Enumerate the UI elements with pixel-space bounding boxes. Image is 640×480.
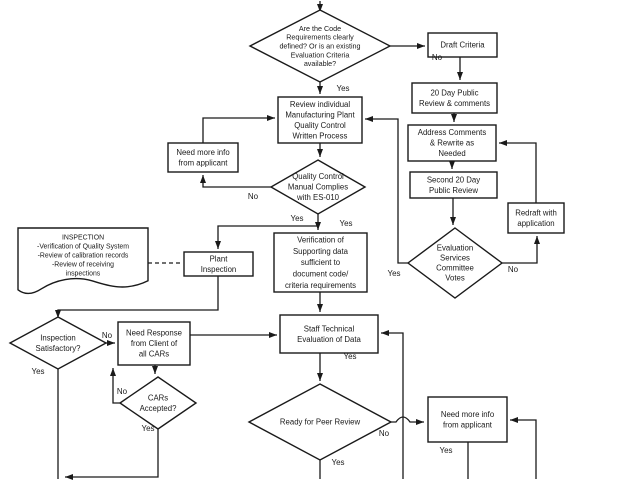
label-yes-need-info-bottom: Yes	[439, 446, 452, 455]
process-shape	[273, 232, 368, 293]
node-label-ready-for-peer-review: Ready for Peer Review	[280, 418, 361, 427]
node-label-inspection-note: INSPECTION-Verification of Quality Syste…	[37, 234, 129, 277]
label-yes-review: Yes	[336, 84, 349, 93]
edge-peer-review-no-to-need-info	[391, 416, 424, 425]
decision-shape	[118, 376, 198, 430]
label-yes-cars: Yes	[141, 424, 154, 433]
label-no-draft: No	[432, 53, 443, 62]
edge-redraft-to-address	[499, 140, 537, 203]
decision-shape	[248, 9, 392, 83]
label-yes-plant: Yes	[290, 214, 303, 223]
edge-committee-yes-to-review	[365, 116, 408, 264]
label-yes-inspection: Yes	[31, 367, 44, 376]
edge-qc-no-to-need-info	[200, 175, 271, 188]
process-shape	[167, 142, 239, 173]
edge-cars-yes-loop	[65, 429, 159, 480]
label-no-committee: No	[508, 265, 519, 274]
decision-shape	[247, 383, 393, 461]
decision-shape	[8, 316, 108, 370]
process-shape	[507, 202, 565, 234]
process-shape	[427, 396, 508, 443]
decision-shape	[406, 227, 504, 299]
process-shape	[427, 32, 498, 58]
edge-loop-into-need-info-right	[510, 417, 537, 479]
node-inspection-note: INSPECTION-Verification of Quality Syste…	[17, 227, 149, 295]
process-shape	[409, 171, 498, 199]
edge-loop-into-staff-right	[381, 330, 404, 479]
label-yes-verification: Yes	[339, 219, 352, 228]
edge-qc-yes-branch-to-plant	[215, 225, 318, 249]
process-shape	[277, 96, 363, 144]
process-shape	[279, 314, 379, 354]
label-yes-staff: Yes	[343, 352, 356, 361]
edge-plant-to-inspection-decision	[55, 276, 219, 318]
label-no-need-info: No	[248, 192, 259, 201]
decision-shape	[269, 159, 367, 215]
edge-cars-no-back-to-need-response	[110, 368, 120, 404]
node-ready-for-peer-review: Ready for Peer Review	[247, 383, 393, 461]
node-draft-criteria: Draft Criteria	[427, 32, 498, 58]
document-shape	[17, 227, 149, 295]
node-label-draft-criteria: Draft Criteria	[440, 41, 485, 50]
process-shape	[117, 321, 191, 366]
label-no-peer: No	[379, 429, 390, 438]
label-no-cars: No	[117, 387, 128, 396]
label-yes-committee: Yes	[387, 269, 400, 278]
process-shape	[183, 251, 254, 277]
label-no-inspection: No	[102, 331, 113, 340]
edge-need-info-to-review	[202, 115, 275, 143]
label-yes-peer: Yes	[331, 458, 344, 467]
process-shape	[411, 82, 498, 114]
edge-committee-no-to-redraft	[502, 236, 540, 264]
process-shape	[407, 124, 497, 162]
